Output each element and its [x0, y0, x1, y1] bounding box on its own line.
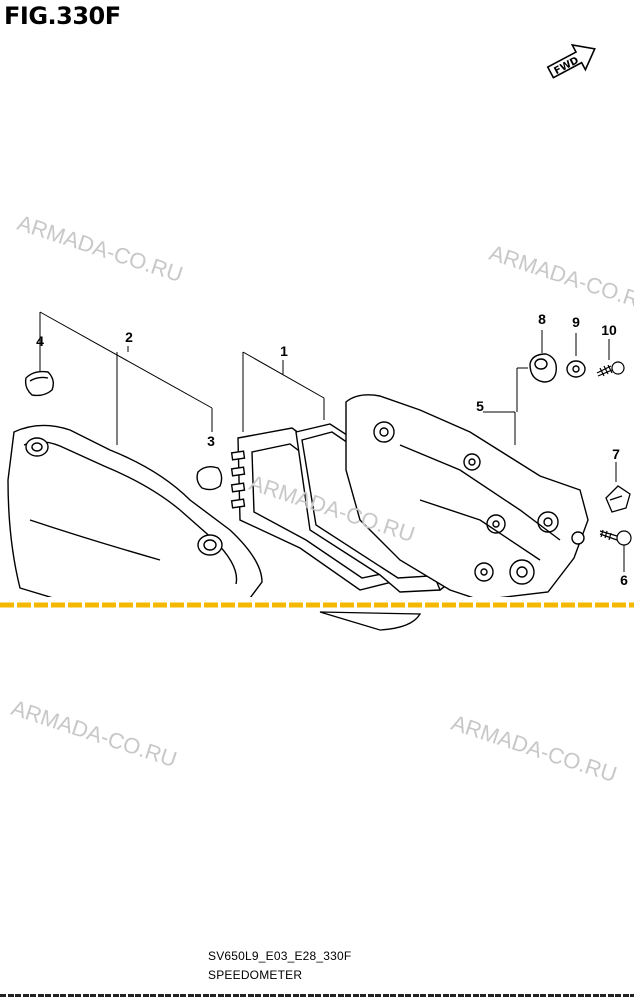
- part-9-washer: [566, 360, 586, 378]
- fwd-arrow-icon: FWD: [546, 43, 596, 79]
- model-code: SV650L9_E03_E28_330F: [208, 949, 352, 963]
- figure-caption: SPEEDOMETER: [208, 968, 303, 982]
- callout-4: 4: [36, 333, 44, 349]
- part-outer-cover: [7, 424, 263, 613]
- callout-6: 6: [620, 572, 628, 588]
- part-3-grommet: [196, 465, 223, 491]
- callout-10: 10: [601, 322, 617, 338]
- callout-5: 5: [476, 398, 484, 414]
- part-4-grommet: [24, 370, 55, 397]
- figure-title: FIG.330F: [4, 2, 121, 30]
- part-10-screw: [596, 361, 625, 377]
- callout-8: 8: [538, 311, 546, 327]
- bottom-rule: [0, 994, 634, 997]
- callout-2: 2: [125, 329, 133, 345]
- callout-3: 3: [207, 433, 215, 449]
- callout-1: 1: [280, 343, 288, 359]
- callout-7: 7: [612, 446, 620, 462]
- part-5-rear-case: [345, 394, 589, 601]
- part-7-clip-nut: [605, 485, 631, 513]
- part-8-grommet: [529, 353, 557, 383]
- part-6-screw: [599, 529, 632, 546]
- cover-lower-edge: [319, 611, 422, 631]
- callout-9: 9: [572, 314, 580, 330]
- leader-lines: [39, 311, 625, 572]
